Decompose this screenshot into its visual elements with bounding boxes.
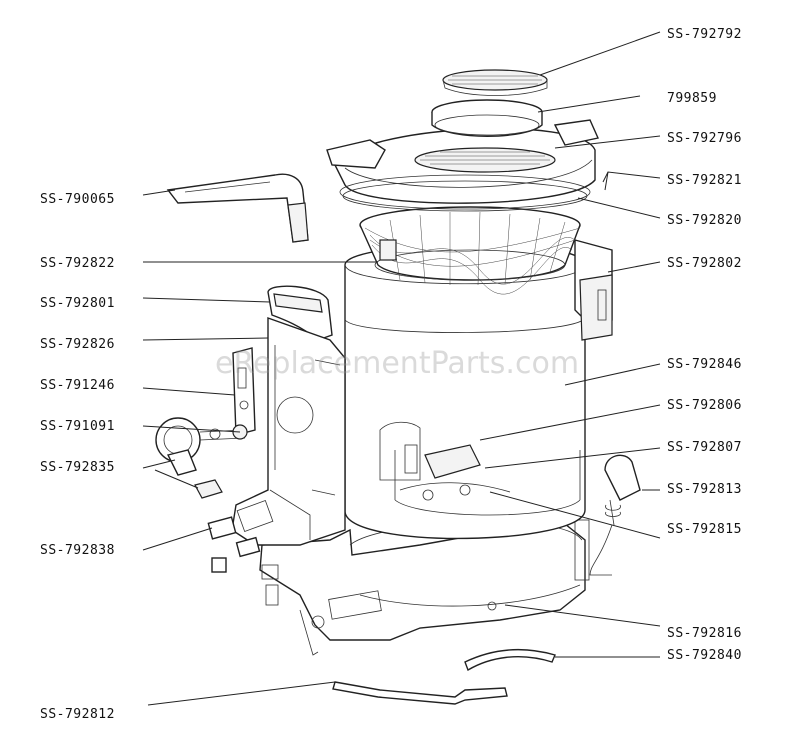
heater-element	[399, 444, 511, 501]
leader-lines	[142, 31, 661, 706]
label-ss-792801: SS-792801	[40, 296, 115, 311]
label-ss-791091: SS-791091	[40, 419, 115, 434]
frying-basket	[359, 206, 581, 295]
main-housing	[344, 243, 586, 540]
label-ss-790065: SS-790065	[40, 192, 115, 207]
label-ss-791246: SS-791246	[40, 378, 115, 393]
label-ss-792840: SS-792840	[667, 648, 742, 663]
label-ss-792813: SS-792813	[667, 482, 742, 497]
switch-parts	[194, 479, 279, 606]
thermostat-knob	[155, 417, 248, 476]
label-ss-792835: SS-792835	[40, 460, 115, 475]
label-ss-792826: SS-792826	[40, 337, 115, 352]
base-plate	[259, 519, 590, 656]
lid-gasket	[339, 174, 591, 212]
handle	[166, 173, 309, 243]
label-ss-792812: SS-792812	[40, 707, 115, 722]
drain-tube	[464, 648, 556, 672]
watermark: eReplacementParts.com	[215, 346, 580, 381]
label-ss-792821: SS-792821	[667, 173, 742, 188]
control-panel	[231, 317, 346, 546]
label-ss-792846: SS-792846	[667, 357, 742, 372]
filter-housing	[431, 99, 543, 137]
label-ss-792807: SS-792807	[667, 440, 742, 455]
label-799859: 799859	[667, 91, 717, 106]
label-ss-792796: SS-792796	[667, 131, 742, 146]
side-bracket	[574, 239, 613, 341]
control-housing-top	[267, 285, 333, 341]
label-ss-792820: SS-792820	[667, 213, 742, 228]
label-ss-792816: SS-792816	[667, 626, 742, 641]
timer-bracket	[232, 347, 256, 436]
label-ss-792802: SS-792802	[667, 256, 742, 271]
label-ss-792838: SS-792838	[40, 543, 115, 558]
lid	[326, 119, 599, 204]
label-ss-792822: SS-792822	[40, 256, 115, 271]
label-ss-792792: SS-792792	[667, 27, 742, 42]
power-cord	[589, 454, 641, 576]
internal-wire	[332, 681, 508, 705]
filter-screen	[442, 69, 548, 96]
label-ss-792815: SS-792815	[667, 522, 742, 537]
label-ss-792806: SS-792806	[667, 398, 742, 413]
